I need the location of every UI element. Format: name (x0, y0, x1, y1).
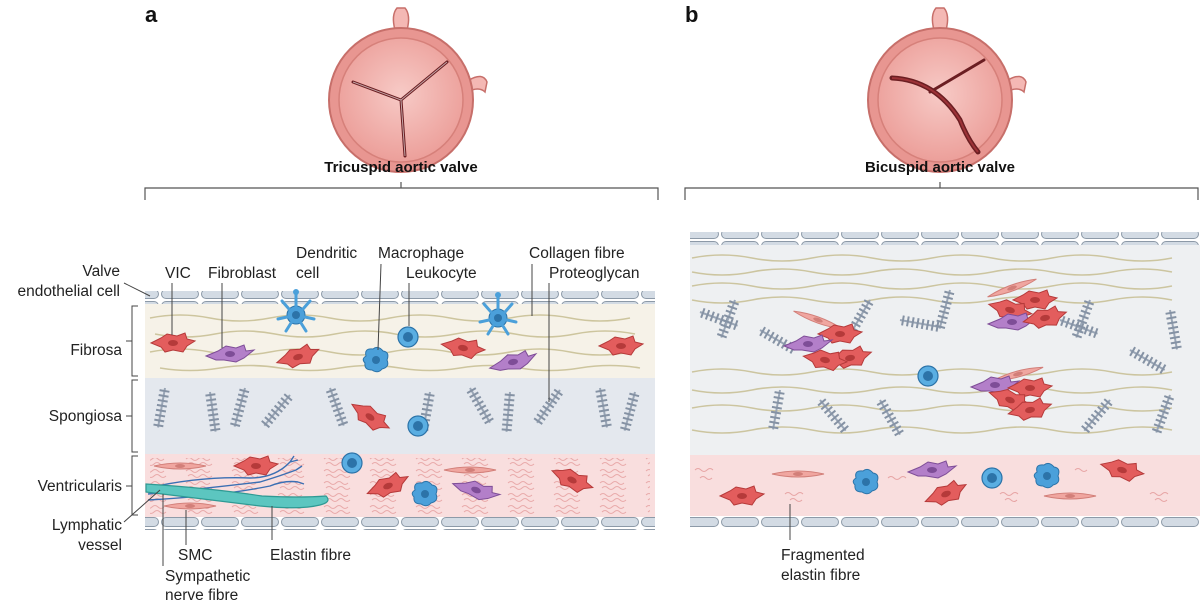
label-collagen: Collagen fibre (529, 245, 625, 262)
panel-a-letter: a (145, 2, 158, 27)
leader-macrophage (377, 263, 382, 351)
label-fragmented-2: elastin fibre (781, 567, 860, 584)
lymphatic-vessel (145, 483, 329, 509)
macrophage-cell (411, 480, 438, 507)
label-ventricularis: Ventricularis (38, 478, 123, 495)
label-dendritic-2: cell (296, 265, 319, 282)
leukocyte-cell (341, 452, 363, 474)
macrophage-cell (1033, 462, 1060, 489)
leukocyte-cell (917, 365, 939, 387)
endothelium-bottom-a (145, 517, 655, 530)
bracket-spongiosa (126, 379, 138, 453)
label-valve-endothelial-1: Valve (82, 263, 120, 280)
tricuspid-valve-icon (328, 7, 488, 173)
leukocyte-cell (397, 326, 419, 348)
label-fragmented-1: Fragmented (781, 547, 865, 564)
label-fibroblast: Fibroblast (208, 265, 277, 282)
tricuspid-title: Tricuspid aortic valve (324, 159, 477, 176)
label-valve-endothelial-2: endothelial cell (17, 283, 120, 300)
label-spongiosa: Spongiosa (49, 408, 123, 425)
label-macrophage: Macrophage (378, 245, 464, 262)
label-fibrosa: Fibrosa (70, 342, 122, 359)
macrophage-cell (852, 468, 879, 495)
label-leukocyte: Leukocyte (406, 265, 477, 282)
leukocyte-cell (981, 467, 1003, 489)
thickened-layer-b (690, 245, 1200, 455)
label-elastin: Elastin fibre (270, 547, 351, 564)
label-lymphatic-2: vessel (78, 537, 122, 554)
bicuspid-valve-icon (867, 7, 1027, 173)
label-sympathetic-1: Sympathetic (165, 568, 251, 585)
leukocyte-cell (407, 415, 429, 437)
label-dendritic-1: Dendritic (296, 245, 357, 262)
endothelium-bottom-b (690, 516, 1200, 529)
panel-b-letter: b (685, 2, 698, 27)
fragmented-elastin-b (694, 468, 1169, 502)
label-smc: SMC (178, 547, 212, 564)
bicuspid-bracket (684, 182, 1199, 200)
leader-endothelial (123, 282, 151, 297)
bracket-ventricularis (126, 455, 138, 516)
spongiosa-layer (145, 378, 655, 454)
label-vic: VIC (165, 265, 191, 282)
endothelium-top-a (145, 291, 655, 304)
macrophage-cell (362, 346, 389, 373)
leader-lymphatic (123, 489, 161, 523)
label-lymphatic-1: Lymphatic (52, 517, 122, 534)
label-sympathetic-2: nerve fibre (165, 587, 238, 604)
bicuspid-title: Bicuspid aortic valve (865, 159, 1015, 176)
label-proteoglycan: Proteoglycan (549, 265, 639, 282)
endothelium-top-b (690, 232, 1200, 245)
bracket-fibrosa (126, 305, 138, 377)
tricuspid-bracket (144, 182, 659, 200)
